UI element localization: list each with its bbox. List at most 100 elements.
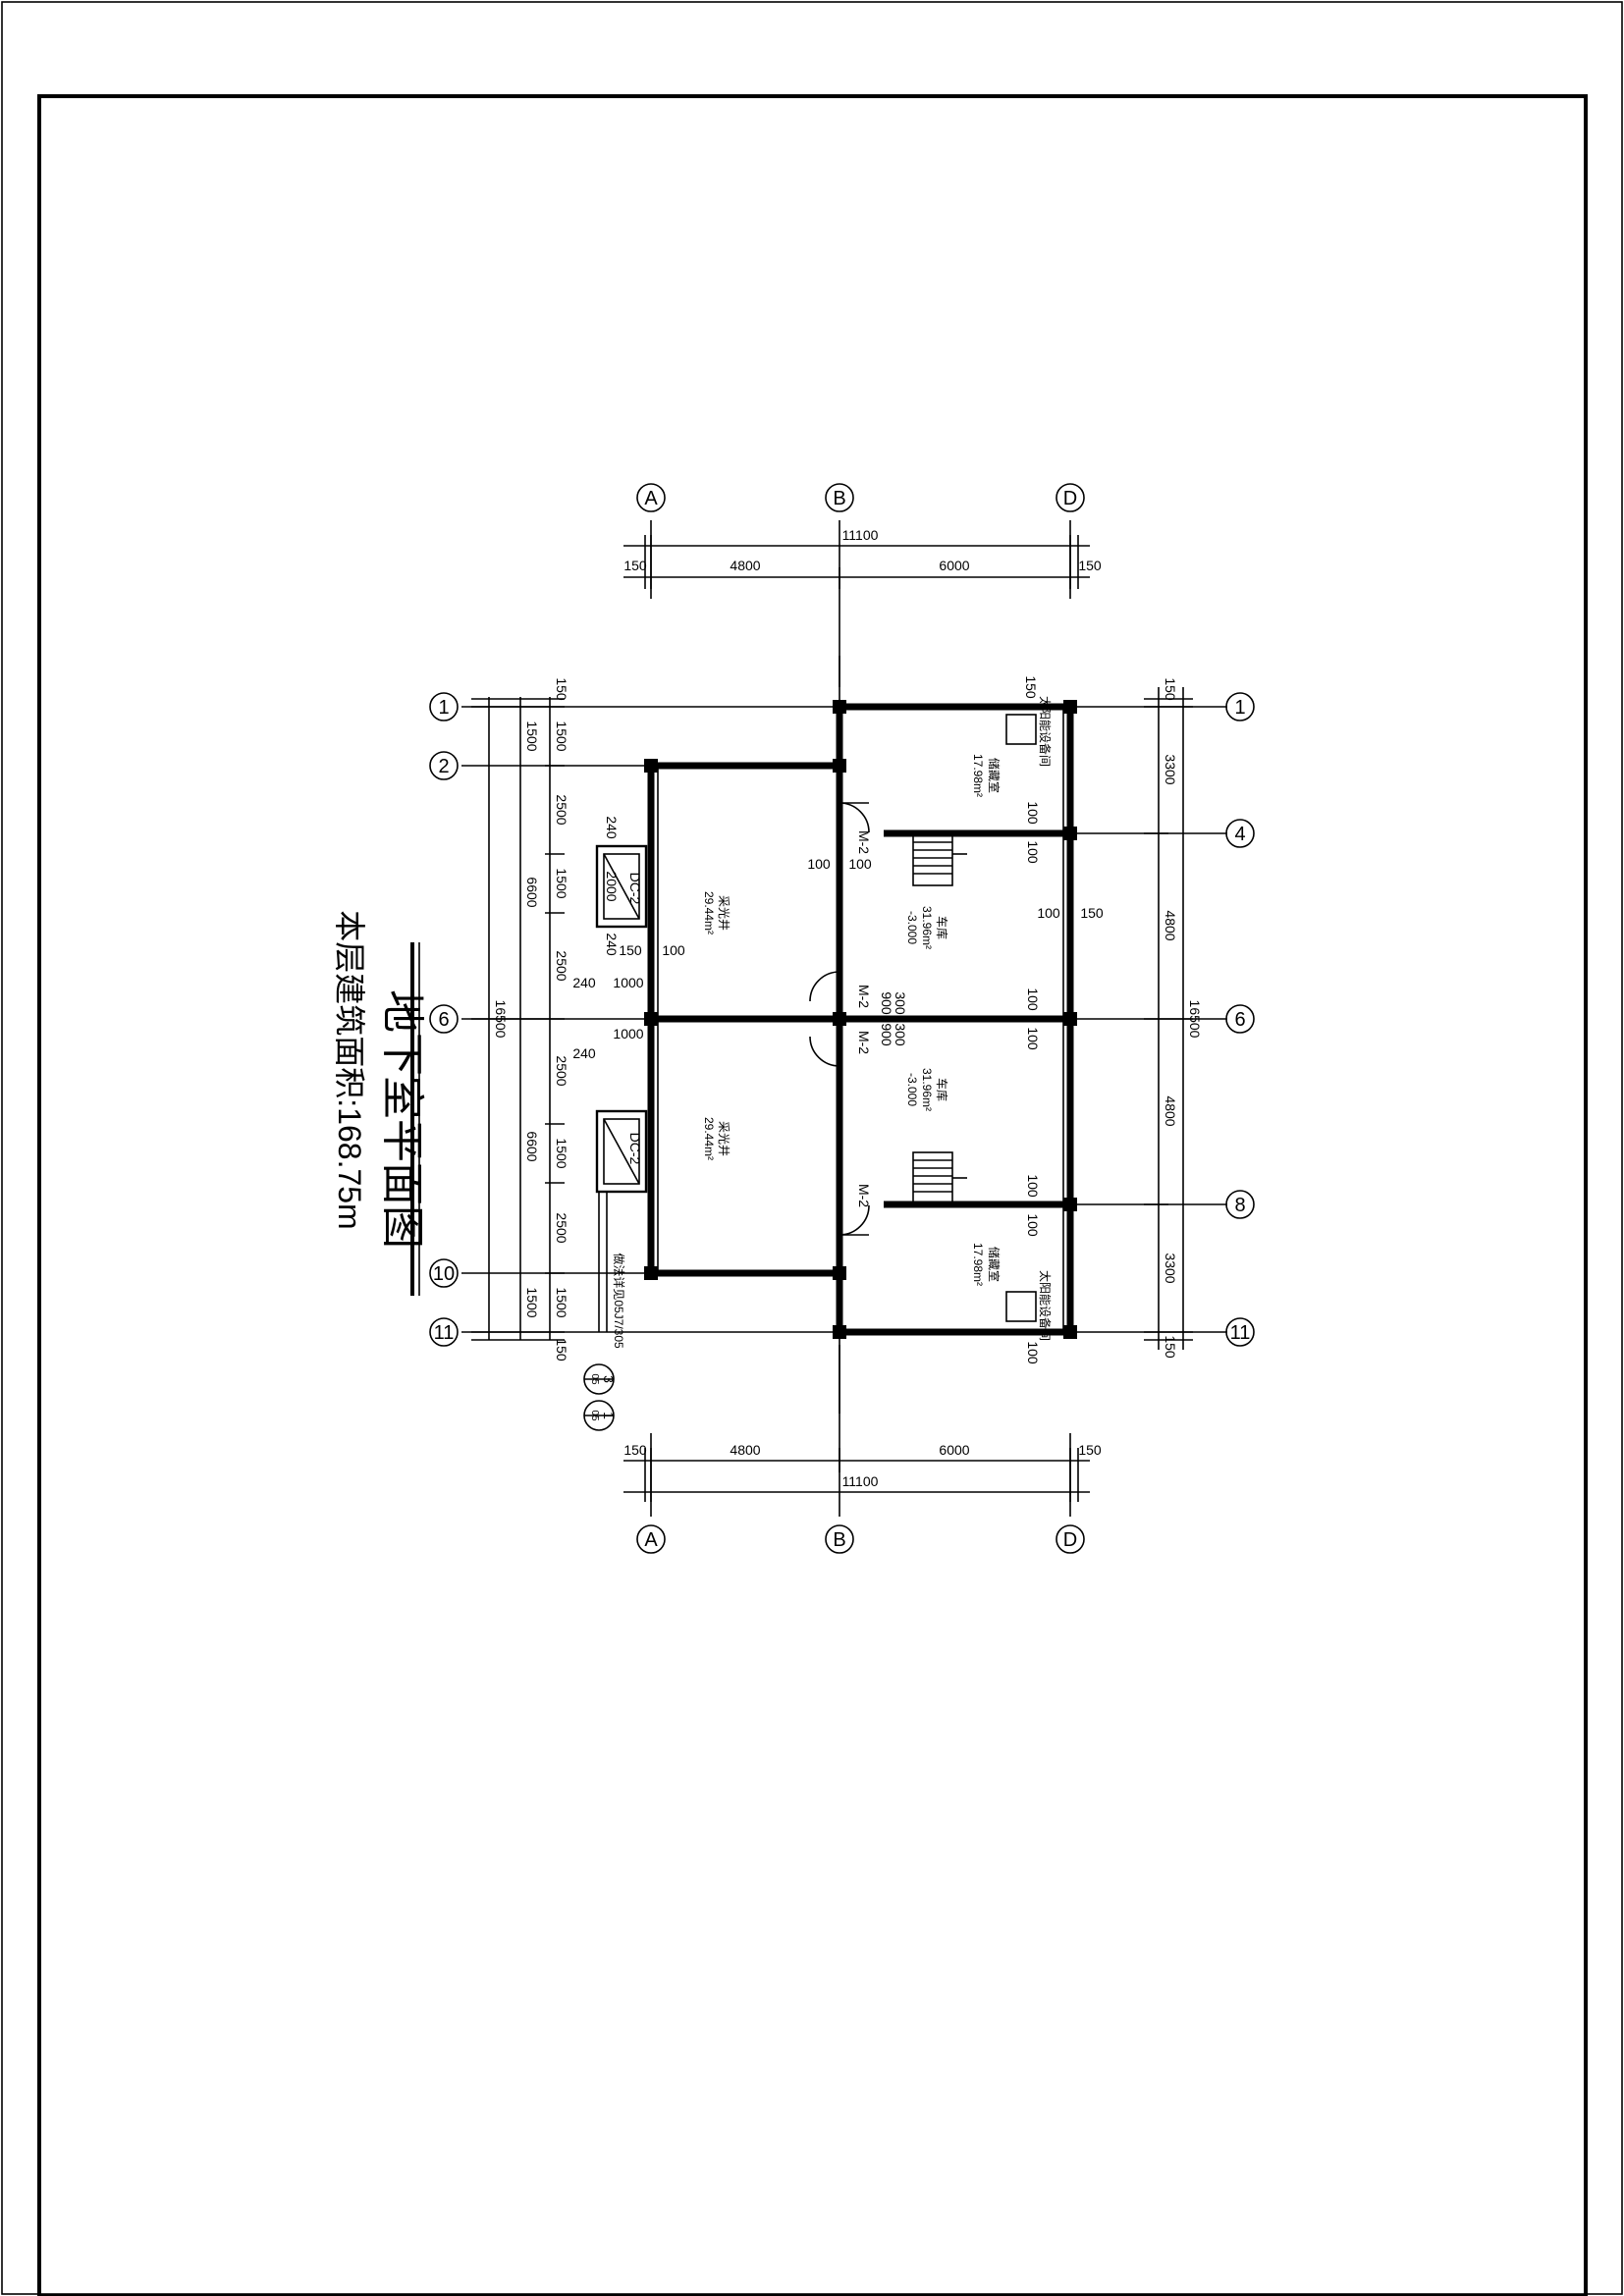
dim-left-outer-7: 2500 (554, 1055, 569, 1086)
room-name-1: 储藏室 (987, 758, 1001, 793)
int-dim-12: 150 (619, 942, 642, 958)
axis-label: 1 (1234, 697, 1245, 719)
dim-top-seg-2: 4800 (730, 558, 760, 573)
axis-bubble-left-1: 1 (429, 692, 459, 721)
axis-label: A (644, 488, 658, 509)
top-dimension-chain: 11100 150 4800 6000 150 (623, 527, 1102, 589)
window-wells: DC-2 DC-2 (595, 844, 648, 1332)
detail-ref-2: 1 (601, 1412, 617, 1419)
dim-left-total: 16500 (493, 1000, 509, 1039)
dim-right-seg-4: 4800 (1163, 1095, 1178, 1126)
int-dim-6: 100 (1025, 1027, 1041, 1050)
equipment-boxes: 太阳能设备间 太阳能设备间 (1005, 696, 1053, 1341)
dim-bottom-total: 11100 (842, 1473, 879, 1489)
int-dim-15: 300 (893, 991, 908, 1015)
axis-bubble-left-11: 11 (429, 1317, 459, 1347)
int-dim-7: 100 (1025, 1174, 1041, 1198)
int-dim-4: 100 (848, 856, 872, 872)
int-dim-13: 150 (1023, 675, 1039, 699)
axis-bubble-right-6: 6 (1225, 1004, 1255, 1034)
ww-dim-6: 1000 (613, 1026, 643, 1041)
axis-label: 1 (438, 697, 449, 719)
axis-bubble-bottom-B: B (825, 1524, 854, 1554)
dim-bottom-seg-3: 6000 (939, 1442, 969, 1458)
axis-bubble-top-A: A (636, 483, 666, 512)
axis-bubble-right-1: 1 (1225, 692, 1255, 721)
detail-sheet-2: 05 (589, 1410, 600, 1421)
dim-right-seg-1: 150 (1163, 677, 1178, 701)
equipment-label-1: 太阳能设备间 (1038, 696, 1053, 767)
axis-label: 6 (438, 1009, 449, 1031)
dim-left-outer-3: 1500 (554, 721, 569, 751)
int-dim-2: 100 (1025, 840, 1041, 864)
dim-left-outer-11: 1500 (524, 1287, 540, 1317)
axis-bubble-left-10: 10 (429, 1258, 459, 1288)
int-dim-16: 900 (879, 991, 894, 1015)
dim-left-outer-1: 150 (554, 677, 569, 701)
door-label-4: M-2 (856, 1184, 872, 1207)
dim-bottom-seg-1: 150 (623, 1442, 647, 1458)
axis-label: 11 (434, 1322, 455, 1344)
dim-left-outer-10: 1500 (554, 1287, 569, 1317)
left-dimension-chain: 16500 6600 6600 150 1500 1500 2500 1500 … (471, 677, 569, 1362)
int-dim-14: 100 (1025, 1341, 1041, 1364)
dim-left-mid-2: 6600 (524, 1131, 540, 1161)
door-label-2: M-2 (856, 985, 872, 1008)
room-area-6: 29.44m² (702, 1117, 716, 1160)
dim-left-outer-2: 1500 (524, 721, 540, 751)
axis-bubble-right-8: 8 (1225, 1190, 1255, 1219)
dim-left-outer-4: 2500 (554, 794, 569, 825)
axis-label: D (1063, 488, 1077, 509)
room-area-1: 17.98m² (971, 754, 985, 797)
dim-left-outer-12: 150 (554, 1338, 569, 1362)
dim-top-total: 11100 (842, 527, 879, 543)
axis-label: B (833, 1529, 845, 1551)
axis-label: D (1063, 1529, 1077, 1551)
axis-label: A (644, 1529, 658, 1551)
window-well-dims: 240 2000 240 1000 240 1000 240 (572, 816, 643, 1061)
right-dimension-chain: 150 3300 4800 4800 3300 150 16500 (1144, 677, 1203, 1359)
doors: M-2 M-2 M-2 M-2 (809, 802, 872, 1236)
window-label-2: DC-2 (627, 1133, 643, 1165)
axis-label: B (833, 488, 845, 509)
room-labels: 储藏室 17.98m² 车库 31.96m² -3.000 车库 31.96m²… (702, 754, 1001, 1286)
detail-ref-1: 3 (601, 1375, 617, 1383)
detail-callouts: 3 05 1 05 (583, 1363, 617, 1431)
ww-dim-7: 240 (572, 1045, 596, 1061)
ww-dim-3: 240 (604, 933, 620, 956)
door-label-1: M-2 (856, 830, 872, 854)
detail-sheet-1: 05 (589, 1373, 600, 1385)
axis-label: 2 (438, 756, 449, 777)
ww-dim-5: 240 (572, 975, 596, 990)
dim-bottom-seg-4: 150 (1078, 1442, 1102, 1458)
axis-bubble-right-11: 11 (1225, 1317, 1255, 1347)
room-area-2: 31.96m² (920, 906, 934, 949)
int-dim-18: 900 (879, 1023, 894, 1046)
drawing-title: 地下室平面图 (378, 989, 426, 1249)
axis-bubble-top-D: D (1056, 483, 1085, 512)
axis-bubble-top-B: B (825, 483, 854, 512)
ww-dim-2: 2000 (604, 871, 620, 901)
room-area-3: 31.96m² (920, 1068, 934, 1111)
int-dim-1: 100 (1025, 801, 1041, 825)
axis-label: 11 (1230, 1322, 1251, 1344)
interior-dimensions: 100 100 100 100 100 100 100 100 100 150 … (619, 675, 1104, 1364)
room-name-6: 采光井 (717, 1121, 731, 1156)
room-name-3: 车库 (935, 1078, 949, 1101)
columns (644, 700, 1077, 1339)
dim-left-outer-6: 2500 (554, 950, 569, 981)
room-level-3: -3.000 (905, 1073, 919, 1106)
int-dim-3: 100 (807, 856, 831, 872)
room-level-2: -3.000 (905, 911, 919, 944)
ww-dim-4: 1000 (613, 975, 643, 990)
walls (647, 703, 1074, 1336)
dim-right-seg-5: 3300 (1163, 1253, 1178, 1283)
axis-label: 8 (1234, 1195, 1245, 1216)
stairs (912, 833, 967, 1204)
door-label-3: M-2 (856, 1031, 872, 1054)
axis-label: 6 (1234, 1009, 1245, 1031)
axis-bubbles: 1 2 6 10 11 1 4 6 8 11 A B D A B D (429, 483, 1255, 1554)
axis-label: 10 (433, 1263, 455, 1285)
